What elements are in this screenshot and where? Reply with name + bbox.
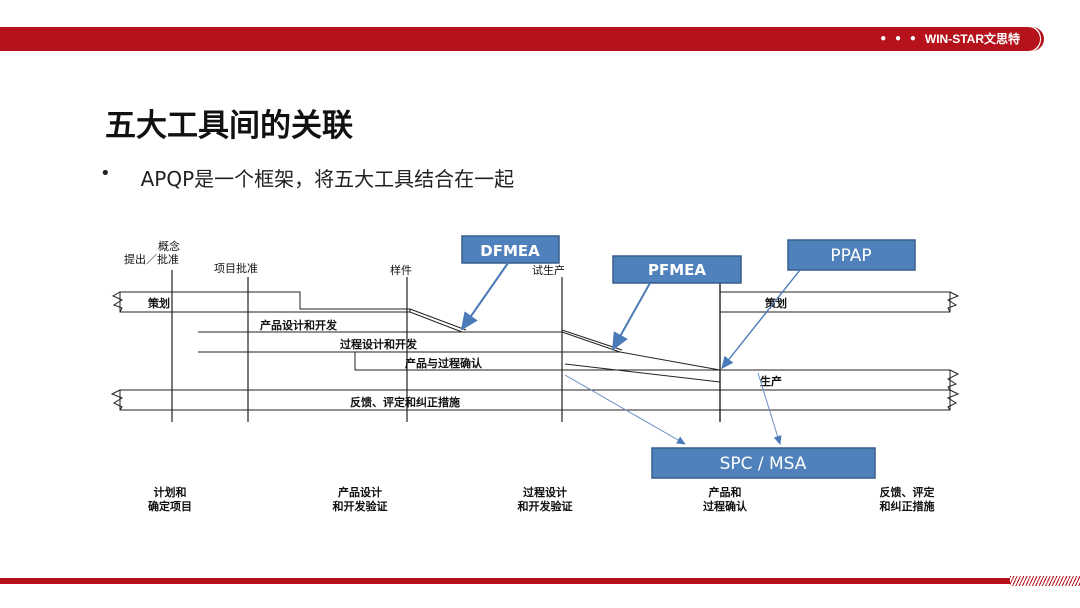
brand-logo: ● ● ● WIN-STAR文思特 [880, 30, 1020, 48]
bullet-point: • APQP是一个框架，将五大工具结合在一起 [100, 163, 514, 192]
plan-band-right-break [946, 291, 960, 313]
phase-2-line1: 产品设计 [338, 485, 382, 499]
dfmea-label: DFMEA [480, 242, 540, 260]
pfmea-box [612, 255, 742, 284]
msa-arrow [757, 372, 782, 445]
pfmea-arrow [612, 282, 651, 351]
phase-3-line2: 和开发验证 [518, 499, 573, 513]
feedback-band-break-left [110, 389, 124, 411]
plan-band-left-break [111, 291, 124, 313]
apqp-diagram: 概念 提出／批准 项目批准 样件 试生产 策划 产品设计和开发 过程设计和开发 … [110, 235, 960, 513]
phase-4-line2: 过程确认 [703, 499, 748, 513]
bullet-text: APQP是一个框架，将五大工具结合在一起 [140, 167, 515, 191]
spc-msa-label: SPC / MSA [720, 454, 807, 474]
production-label: 生产 [760, 374, 782, 388]
dfmea-box [461, 235, 560, 264]
feedback-band-break-right [946, 389, 960, 411]
ppap-arrow [721, 269, 801, 370]
milestone-label-pilot: 试生产 [532, 263, 565, 277]
ppap-box [787, 239, 916, 271]
process-design-slope [561, 329, 623, 351]
bullet-marker: • [100, 163, 111, 184]
validation-label: 产品与过程确认 [405, 356, 483, 370]
header-bar [0, 27, 1040, 51]
milestone-label-approval: 提出／批准 [124, 252, 179, 266]
milestone-label-project-approval: 项目批准 [214, 261, 258, 275]
production-band-break [946, 369, 960, 391]
phase-1-line2: 确定项目 [148, 499, 192, 513]
milestone-label-concept: 概念 [158, 239, 180, 253]
brand-name: WIN-STAR文思特 [924, 32, 1020, 46]
dfmea-arrow [460, 262, 509, 331]
spc-arrow [564, 374, 686, 445]
footer-bar [0, 578, 1080, 584]
footer-hatch [1010, 576, 1080, 586]
milestone-label-prototype: 样件 [390, 263, 412, 277]
production-band [720, 369, 951, 391]
validation-slope [564, 363, 721, 383]
brand-dots: ● ● ● [880, 33, 919, 44]
feedback-label: 反馈、评定和纠正措施 [350, 395, 460, 409]
phase-3-line1: 过程设计 [523, 485, 567, 499]
phase-2-line2: 和开发验证 [333, 499, 388, 513]
product-design-label: 产品设计和开发 [260, 318, 338, 332]
phase-4-line1: 产品和 [709, 485, 742, 499]
spc-msa-box [651, 447, 876, 479]
ppap-label: PPAP [830, 246, 871, 266]
phase-1-line1: 计划和 [154, 485, 187, 499]
product-design-slope [409, 308, 467, 331]
process-design-label: 过程设计和开发 [340, 337, 418, 351]
plan-band-right [720, 291, 951, 313]
slide-title: 五大工具间的关联 [105, 108, 353, 144]
feedback-band [119, 389, 951, 411]
pfmea-label: PFMEA [648, 261, 706, 279]
plan-label-left: 策划 [147, 296, 170, 310]
phase-5-line2: 和纠正措施 [880, 499, 935, 513]
header-bar-edge [1000, 27, 1044, 51]
plan-label-right: 策划 [764, 296, 787, 310]
phase-5-line1: 反馈、评定 [880, 485, 935, 499]
